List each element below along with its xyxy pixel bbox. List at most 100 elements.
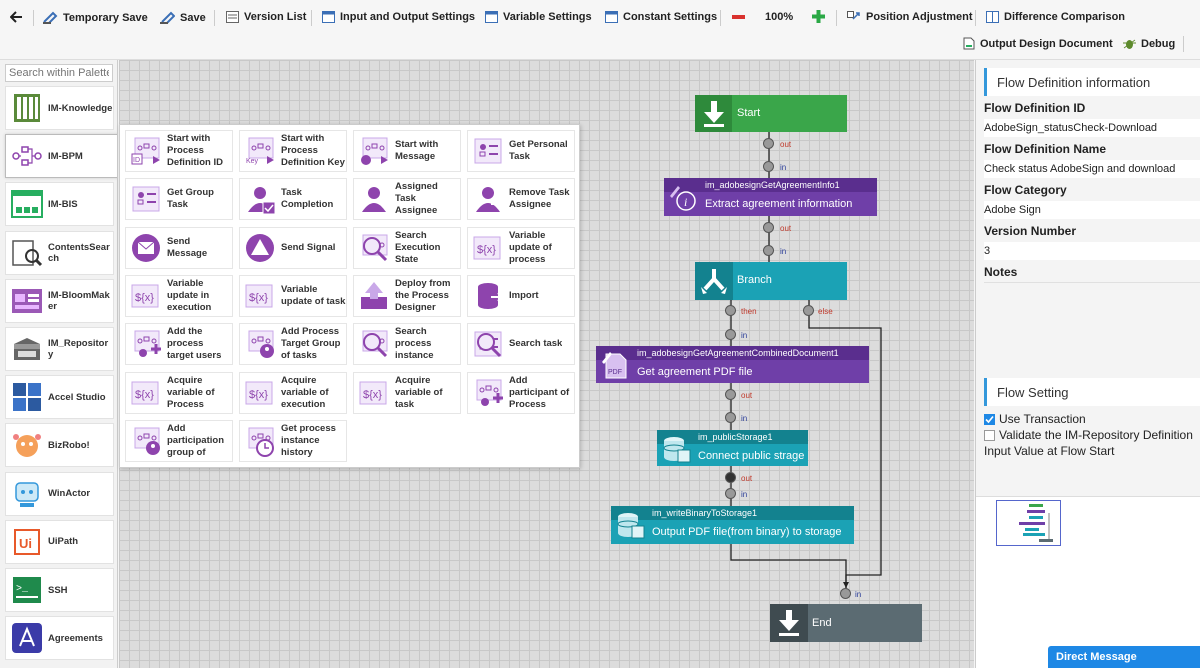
bpm-add-the-process-target-users[interactable]: Add the process target users: [125, 323, 233, 366]
bpm-get-process-instance-history[interactable]: Get process instance history: [239, 419, 347, 462]
flow-definition-id-value[interactable]: AdobeSign_statusCheck-Download: [984, 119, 1200, 137]
flow-category-value[interactable]: Adobe Sign: [984, 201, 1200, 219]
palette-item-im-bis[interactable]: IM-BIS: [5, 182, 114, 227]
bpm-start-with-process-definition-key[interactable]: Key Start with Process Definition Key: [239, 130, 347, 172]
bpm-search-process-instance[interactable]: Search process instance: [353, 323, 461, 366]
window-icon: [322, 11, 335, 23]
variable-settings-button[interactable]: Variable Settings: [485, 11, 592, 23]
port-label: in: [741, 331, 748, 340]
palette-item-agreements[interactable]: Agreements: [5, 616, 114, 661]
subpalette-item-label: Start with Process Definition Key: [281, 133, 345, 168]
notes-field[interactable]: [984, 282, 1200, 352]
start-out-port[interactable]: [763, 138, 774, 149]
palette-item-im-repository[interactable]: IM_Repository: [5, 327, 114, 371]
bpm-task-icon: [357, 182, 391, 216]
difference-comparison-button[interactable]: Difference Comparison: [986, 11, 1125, 23]
bpm-add-participation-group-of[interactable]: Add participation group of: [125, 419, 233, 462]
validate-repository-checkbox[interactable]: Validate the IM-Repository Definition: [984, 428, 1193, 442]
bpm-remove-task-assignee[interactable]: Remove Task Assignee: [467, 178, 575, 221]
branch-in-port[interactable]: [763, 245, 774, 256]
io-settings-button[interactable]: Input and Output Settings: [322, 11, 475, 23]
palette-item-im-bpm[interactable]: IM-BPM: [5, 134, 117, 179]
direct-message-button[interactable]: Direct Message: [1048, 646, 1200, 668]
bpm-acquire-variable-of-execution[interactable]: ${x}Acquire variable of execution: [239, 371, 347, 414]
debug-button[interactable]: Debug: [1123, 37, 1175, 50]
palette-item-contentssearch[interactable]: ContentsSearch: [5, 230, 114, 275]
subpalette-item-label: Send Message: [167, 235, 208, 259]
subpalette-item-label: Search process instance: [395, 326, 434, 362]
node1-out-port[interactable]: [763, 222, 774, 233]
temporary-save-button[interactable]: Temporary Save: [43, 11, 148, 24]
output-design-document-button[interactable]: Output Design Document: [963, 37, 1113, 50]
branch-node[interactable]: Branch: [695, 262, 847, 300]
bpm-variable-update-of-process[interactable]: ${x}Variable update of process: [467, 226, 575, 269]
palette-item-im-bloommaker[interactable]: IM-BloomMaker: [5, 278, 114, 323]
zoom-out-button[interactable]: [732, 11, 745, 23]
bpm-task-icon: ${x}: [357, 376, 391, 410]
version-list-button[interactable]: Version List: [226, 11, 306, 23]
minimap-viewport[interactable]: [996, 500, 1061, 546]
branch-then-port[interactable]: [725, 305, 736, 316]
bpm-task-icon: ${x}: [243, 376, 277, 410]
palette-item-winactor[interactable]: WinActor: [5, 471, 114, 516]
constant-settings-button[interactable]: Constant Settings: [605, 11, 717, 23]
use-transaction-checkbox[interactable]: Use Transaction: [984, 412, 1086, 426]
node2-out-port[interactable]: [725, 389, 736, 400]
palette-item-im-knowledge[interactable]: IM-Knowledge: [5, 86, 114, 130]
bpm-add-process-target-group-of-tasks[interactable]: Add Process Target Group of tasks: [239, 323, 347, 366]
bpm-start-with-message[interactable]: Start with Message: [353, 130, 461, 172]
zoom-in-button[interactable]: [812, 10, 825, 23]
palette-item-ssh[interactable]: >_SSH: [5, 568, 114, 612]
start-node[interactable]: Start: [695, 95, 847, 132]
back-button[interactable]: [10, 11, 23, 23]
task-node-header: [611, 506, 854, 520]
node4-in-port[interactable]: [725, 488, 736, 499]
end-in-port[interactable]: [840, 588, 851, 599]
start-arrow-icon: [695, 95, 732, 132]
palette-item-bizrobo-[interactable]: BizRobo!: [5, 423, 114, 468]
end-node[interactable]: End: [770, 604, 922, 642]
im-bloommaker-icon: [10, 284, 44, 318]
subpalette-item-label: Search task: [509, 338, 563, 350]
node3-in-port[interactable]: [725, 412, 736, 423]
bpm-variable-update-in-execution[interactable]: ${x}Variable update in execution: [125, 274, 233, 317]
save-button[interactable]: Save: [160, 11, 206, 24]
node3-out-port[interactable]: [725, 472, 736, 483]
im-repository-icon: [10, 332, 44, 366]
bpm-acquire-variable-of-process[interactable]: ${x}Acquire variable of Process: [125, 371, 233, 414]
task-node-header: [664, 178, 877, 192]
bpm-add-participant-of-process[interactable]: Add participant of Process: [467, 371, 575, 414]
bpm-variable-update-of-task[interactable]: ${x}Variable update of task: [239, 274, 347, 317]
input-value-link[interactable]: Input Value at Flow Start: [984, 444, 1115, 458]
palette-item-accel-studio[interactable]: Accel Studio: [5, 375, 114, 420]
node1-in-port[interactable]: [763, 161, 774, 172]
bpm-search-task[interactable]: Search task: [467, 323, 575, 366]
node2-in-port[interactable]: [725, 329, 736, 340]
bpm-get-group-task[interactable]: Get Group Task: [125, 178, 233, 221]
position-adjustment-button[interactable]: Position Adjustment: [847, 11, 973, 23]
flow-definition-name-value[interactable]: Check status AdobeSign and download: [984, 160, 1200, 178]
svg-text:Key: Key: [246, 158, 259, 165]
bpm-search-execution-state[interactable]: Search Execution State: [353, 226, 461, 269]
palette-search-input[interactable]: [5, 64, 113, 82]
bpm-send-signal[interactable]: Send Signal: [239, 226, 347, 269]
bpm-deploy-from-the-process-designer[interactable]: Deploy from the Process Designer: [353, 274, 461, 317]
bpm-task-completion[interactable]: Task Completion: [239, 178, 347, 221]
bpm-task-icon: ID: [129, 134, 163, 168]
bpm-send-message[interactable]: Send Message: [125, 226, 233, 269]
bpm-get-personal-task[interactable]: Get Personal Task: [467, 130, 575, 172]
bpm-assigned-task-assignee[interactable]: Assigned Task Assignee: [353, 178, 461, 221]
bpm-acquire-variable-of-task[interactable]: ${x}Acquire variable of task: [353, 371, 461, 414]
bug-icon: [1123, 39, 1136, 49]
bpm-task-icon: [357, 134, 391, 168]
branch-else-port[interactable]: [803, 305, 814, 316]
bpm-import[interactable]: Import: [467, 274, 575, 317]
svg-text:ID: ID: [133, 157, 140, 164]
svg-text:${x}: ${x}: [363, 389, 382, 401]
